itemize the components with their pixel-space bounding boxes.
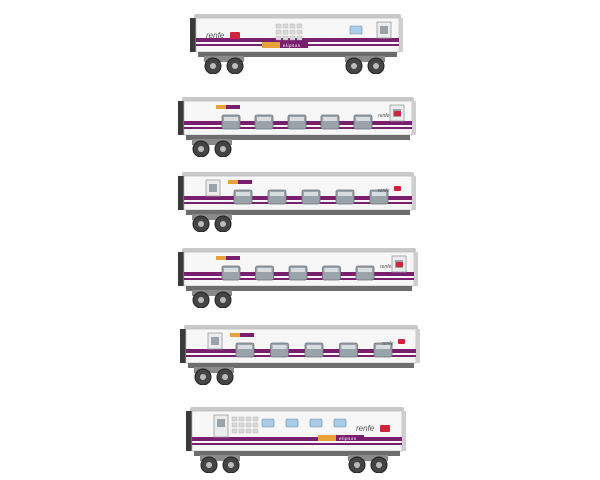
purple-stripe-thin	[184, 202, 412, 204]
car-end-right	[416, 329, 420, 363]
window	[255, 265, 274, 281]
vent-grille	[231, 416, 259, 434]
car-end-right	[399, 18, 403, 52]
blue-window	[309, 418, 323, 428]
window	[369, 189, 389, 205]
purple-stripe-thin	[192, 443, 402, 445]
train-passenger-coach-4: renfe	[178, 246, 420, 309]
door	[376, 21, 392, 39]
elipsos-logo-icon: elipsos	[262, 42, 308, 48]
window	[254, 114, 274, 130]
window	[320, 114, 340, 130]
elipsos-logo-icon	[216, 105, 240, 109]
train-service-car-1: renfe elipsos	[190, 12, 405, 75]
elipsos-logo-icon	[216, 256, 240, 260]
renfe-logo-icon: renfe	[206, 31, 240, 40]
underframe	[194, 451, 400, 456]
train-service-car-6: renfe elipsos	[186, 405, 408, 474]
elipsos-logo-icon: elipsos	[318, 435, 364, 441]
car-end-right	[402, 411, 406, 451]
svg-text:elipsos: elipsos	[283, 43, 301, 48]
svg-text:renfe: renfe	[356, 424, 375, 433]
renfe-logo-icon: renfe	[378, 186, 401, 194]
bogie-left	[192, 139, 232, 158]
svg-text:renfe: renfe	[378, 188, 390, 194]
underframe	[186, 286, 412, 291]
door	[207, 332, 223, 350]
blue-window	[349, 25, 363, 35]
elipsos-logo-icon	[228, 180, 252, 184]
window	[235, 342, 255, 358]
door	[205, 179, 221, 197]
underframe	[198, 52, 397, 57]
door	[213, 414, 229, 438]
window	[335, 189, 355, 205]
bogie-left	[194, 367, 234, 386]
bogie-right	[345, 56, 385, 75]
window	[221, 265, 241, 281]
svg-text:elipsos: elipsos	[339, 436, 357, 441]
renfe-logo-icon: renfe	[356, 424, 390, 433]
car-end-left	[180, 329, 186, 363]
window	[221, 114, 241, 130]
underframe	[186, 210, 410, 215]
car-end-left	[178, 252, 184, 286]
car-end-left	[178, 176, 184, 210]
renfe-logo-icon: renfe	[380, 262, 403, 270]
elipsos-logo-icon	[230, 333, 254, 337]
window	[339, 342, 358, 358]
bogie-left	[204, 56, 244, 75]
blue-window	[285, 418, 299, 428]
purple-stripe-thin	[186, 355, 416, 357]
bogie-left	[192, 214, 232, 233]
bogie-left	[192, 290, 232, 309]
blue-window	[261, 418, 275, 428]
blue-window	[333, 418, 347, 428]
purple-stripe	[186, 349, 416, 353]
svg-text:renfe: renfe	[380, 264, 392, 270]
train-passenger-coach-5: renfe	[180, 323, 422, 386]
car-end-right	[412, 176, 416, 210]
car-end-left	[178, 101, 184, 135]
train-passenger-coach-3: renfe	[178, 170, 418, 233]
svg-text:renfe: renfe	[382, 341, 394, 347]
renfe-logo-icon: renfe	[378, 111, 401, 119]
window	[373, 342, 393, 358]
underframe	[188, 363, 414, 368]
window	[288, 265, 308, 281]
window	[355, 265, 375, 281]
window	[287, 114, 307, 130]
purple-stripe	[192, 437, 402, 441]
window	[322, 265, 341, 281]
renfe-logo-icon: renfe	[382, 339, 405, 347]
svg-text:renfe: renfe	[206, 31, 225, 40]
underframe	[186, 135, 410, 140]
window	[270, 342, 289, 358]
train-passenger-coach-2: renfe	[178, 95, 418, 158]
window	[304, 342, 324, 358]
window	[301, 189, 321, 205]
car-end-left	[186, 411, 192, 451]
svg-text:renfe: renfe	[378, 113, 390, 119]
bogie-right	[348, 455, 388, 474]
bogie-left	[200, 455, 240, 474]
vent-grille	[275, 23, 303, 41]
window	[233, 189, 253, 205]
window	[353, 114, 373, 130]
car-end-right	[414, 252, 418, 286]
purple-stripe	[184, 196, 412, 200]
car-end-right	[412, 101, 416, 135]
car-end-left	[190, 18, 196, 52]
window	[267, 189, 287, 205]
